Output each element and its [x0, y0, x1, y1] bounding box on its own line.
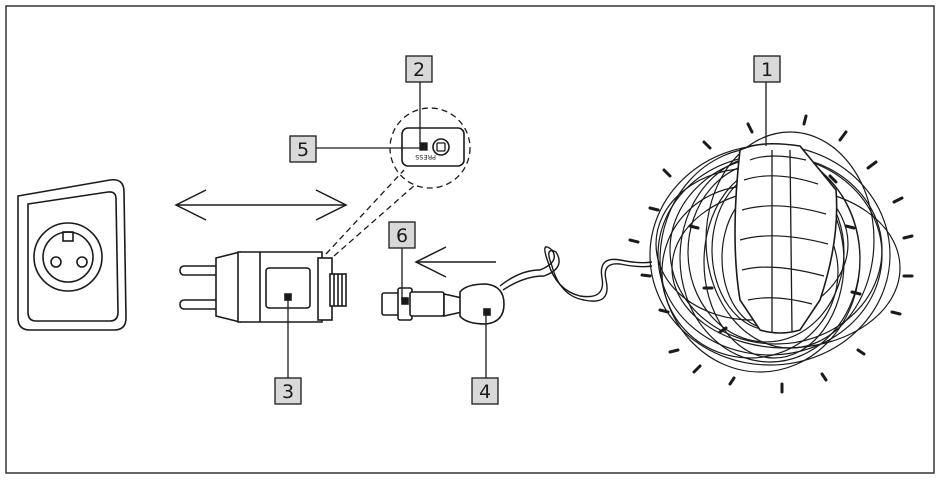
coiled-light-string [649, 131, 901, 373]
cable-connector [381, 283, 505, 325]
callout-1-label: 1 [761, 59, 773, 81]
wall-socket [17, 178, 127, 331]
callout-3-label: 3 [282, 381, 294, 403]
callout-4: 4 [471, 312, 499, 405]
callout-6: 6 [388, 221, 416, 300]
callout-4-label: 4 [479, 381, 491, 403]
transformer-plug [179, 250, 347, 324]
callout-2-label: 2 [413, 59, 425, 81]
callout-5-label: 5 [297, 139, 309, 161]
callout-6-label: 6 [396, 225, 408, 247]
diagram-border [5, 5, 935, 474]
lead-cable [499, 246, 653, 302]
callout-3: 3 [274, 297, 302, 405]
press-label: PRESS [415, 153, 436, 161]
double-arrow-icon [174, 189, 348, 221]
detail-leader-lines [325, 169, 417, 257]
bulb-tips [628, 114, 914, 394]
left-arrow-icon [414, 246, 496, 278]
callout-1: 1 [753, 55, 781, 146]
callout-2: 2 [405, 55, 433, 144]
callout-5: 5 [289, 135, 420, 163]
